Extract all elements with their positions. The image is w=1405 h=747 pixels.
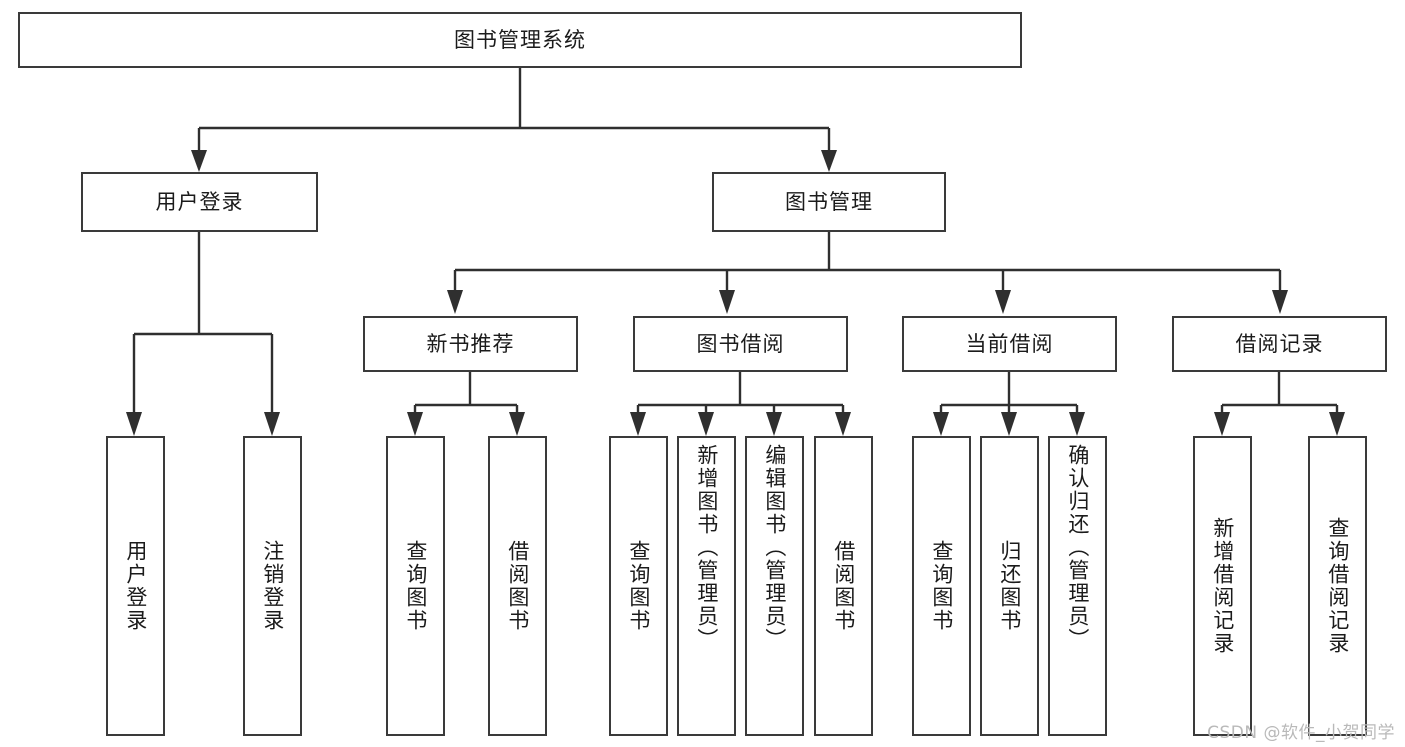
arrow-to-leaf-query-record <box>1329 412 1345 436</box>
node-label: 查询图书 <box>626 540 651 632</box>
leaf-borrow-query-book[interactable]: 查询图书 <box>609 436 668 736</box>
node-label: 查询图书 <box>403 540 428 632</box>
arrow-to-book-borrow <box>719 290 735 314</box>
leaf-borrow-borrow-book[interactable]: 借阅图书 <box>814 436 873 736</box>
node-label: 图书借阅 <box>696 331 785 356</box>
node-current-borrow[interactable]: 当前借阅 <box>902 316 1117 372</box>
arrow-to-leaf-query-book-c <box>933 412 949 436</box>
node-label: 图书管理系统 <box>454 27 586 52</box>
arrow-to-new-book-recommend <box>447 290 463 314</box>
leaf-user-login[interactable]: 用户登录 <box>106 436 165 736</box>
arrow-to-current-borrow <box>995 290 1011 314</box>
leaf-borrow-add-book[interactable]: 新增图书（管理员） <box>677 436 736 736</box>
node-label: 借阅记录 <box>1235 331 1324 356</box>
node-label: 用户登录 <box>155 189 244 214</box>
node-label: 新增图书（管理员） <box>694 444 719 651</box>
arrow-to-leaf-borrow-book-b <box>835 412 851 436</box>
csdn-watermark: CSDN @软件_小贺同学 <box>1207 723 1395 743</box>
node-label: 归还图书 <box>997 540 1022 632</box>
arrow-to-leaf-query-book-a <box>407 412 423 436</box>
node-label: 新增借阅记录 <box>1210 517 1235 655</box>
node-root-system[interactable]: 图书管理系统 <box>18 12 1022 68</box>
leaf-recommend-borrow-book[interactable]: 借阅图书 <box>488 436 547 736</box>
node-label: 查询图书 <box>929 540 954 632</box>
leaf-recommend-query-book[interactable]: 查询图书 <box>386 436 445 736</box>
leaf-record-query-record[interactable]: 查询借阅记录 <box>1308 436 1367 736</box>
node-new-book-recommend[interactable]: 新书推荐 <box>363 316 578 372</box>
node-label: 查询借阅记录 <box>1325 517 1350 655</box>
node-label: 当前借阅 <box>965 331 1054 356</box>
node-label: 新书推荐 <box>426 331 515 356</box>
arrow-to-leaf-confirm-return <box>1069 412 1085 436</box>
arrow-to-leaf-borrow-book-a <box>509 412 525 436</box>
leaf-record-add-record[interactable]: 新增借阅记录 <box>1193 436 1252 736</box>
node-label: 借阅图书 <box>505 540 530 632</box>
arrow-to-user-login <box>191 150 207 172</box>
node-book-management[interactable]: 图书管理 <box>712 172 946 232</box>
node-label: 图书管理 <box>785 189 873 214</box>
node-label: 确认归还（管理员） <box>1065 444 1090 651</box>
arrow-to-leaf-user-login <box>126 412 142 436</box>
arrow-to-leaf-add-book <box>698 412 714 436</box>
leaf-current-return-book[interactable]: 归还图书 <box>980 436 1039 736</box>
leaf-current-query-book[interactable]: 查询图书 <box>912 436 971 736</box>
node-borrow-record[interactable]: 借阅记录 <box>1172 316 1387 372</box>
arrow-to-book-manage <box>821 150 837 172</box>
leaf-borrow-edit-book[interactable]: 编辑图书（管理员） <box>745 436 804 736</box>
node-label: 编辑图书（管理员） <box>762 444 787 651</box>
node-book-borrow[interactable]: 图书借阅 <box>633 316 848 372</box>
arrow-to-leaf-return-book <box>1001 412 1017 436</box>
arrow-to-leaf-edit-book <box>766 412 782 436</box>
arrow-to-borrow-record <box>1272 290 1288 314</box>
leaf-current-confirm-return[interactable]: 确认归还（管理员） <box>1048 436 1107 736</box>
arrow-to-leaf-logout <box>264 412 280 436</box>
leaf-logout[interactable]: 注销登录 <box>243 436 302 736</box>
node-label: 借阅图书 <box>831 540 856 632</box>
node-label: 用户登录 <box>123 540 148 632</box>
arrow-to-leaf-query-book-b <box>630 412 646 436</box>
arrow-to-leaf-add-record <box>1214 412 1230 436</box>
node-user-login[interactable]: 用户登录 <box>81 172 318 232</box>
node-label: 注销登录 <box>260 540 285 632</box>
